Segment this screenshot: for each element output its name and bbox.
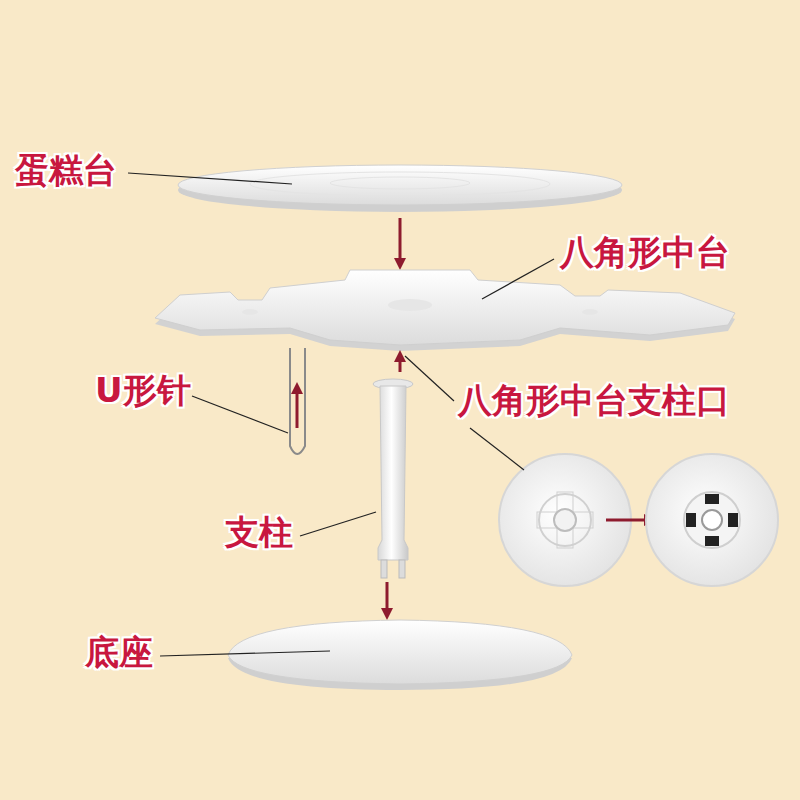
u-pin: [290, 348, 305, 454]
part-label: 八角形中台支柱口: [458, 380, 730, 421]
assembly-arrow: [399, 356, 402, 372]
part-label: 蛋糕台: [15, 150, 117, 191]
base: [228, 620, 572, 690]
assembly-arrow: [399, 218, 402, 264]
assembly-arrow: [296, 388, 299, 428]
assembly-arrow: [386, 582, 389, 614]
octagonal-middle-plate: [155, 270, 735, 351]
part-label: U形针: [95, 370, 191, 411]
part-label: 八角形中台: [560, 232, 730, 273]
cake-plate: [178, 165, 622, 212]
part-label: 底座: [85, 632, 153, 673]
pillar: [373, 379, 413, 578]
socket-detail-assembled: [646, 454, 778, 586]
detail-arrow: [606, 519, 650, 522]
part-label: 支柱: [225, 512, 293, 553]
